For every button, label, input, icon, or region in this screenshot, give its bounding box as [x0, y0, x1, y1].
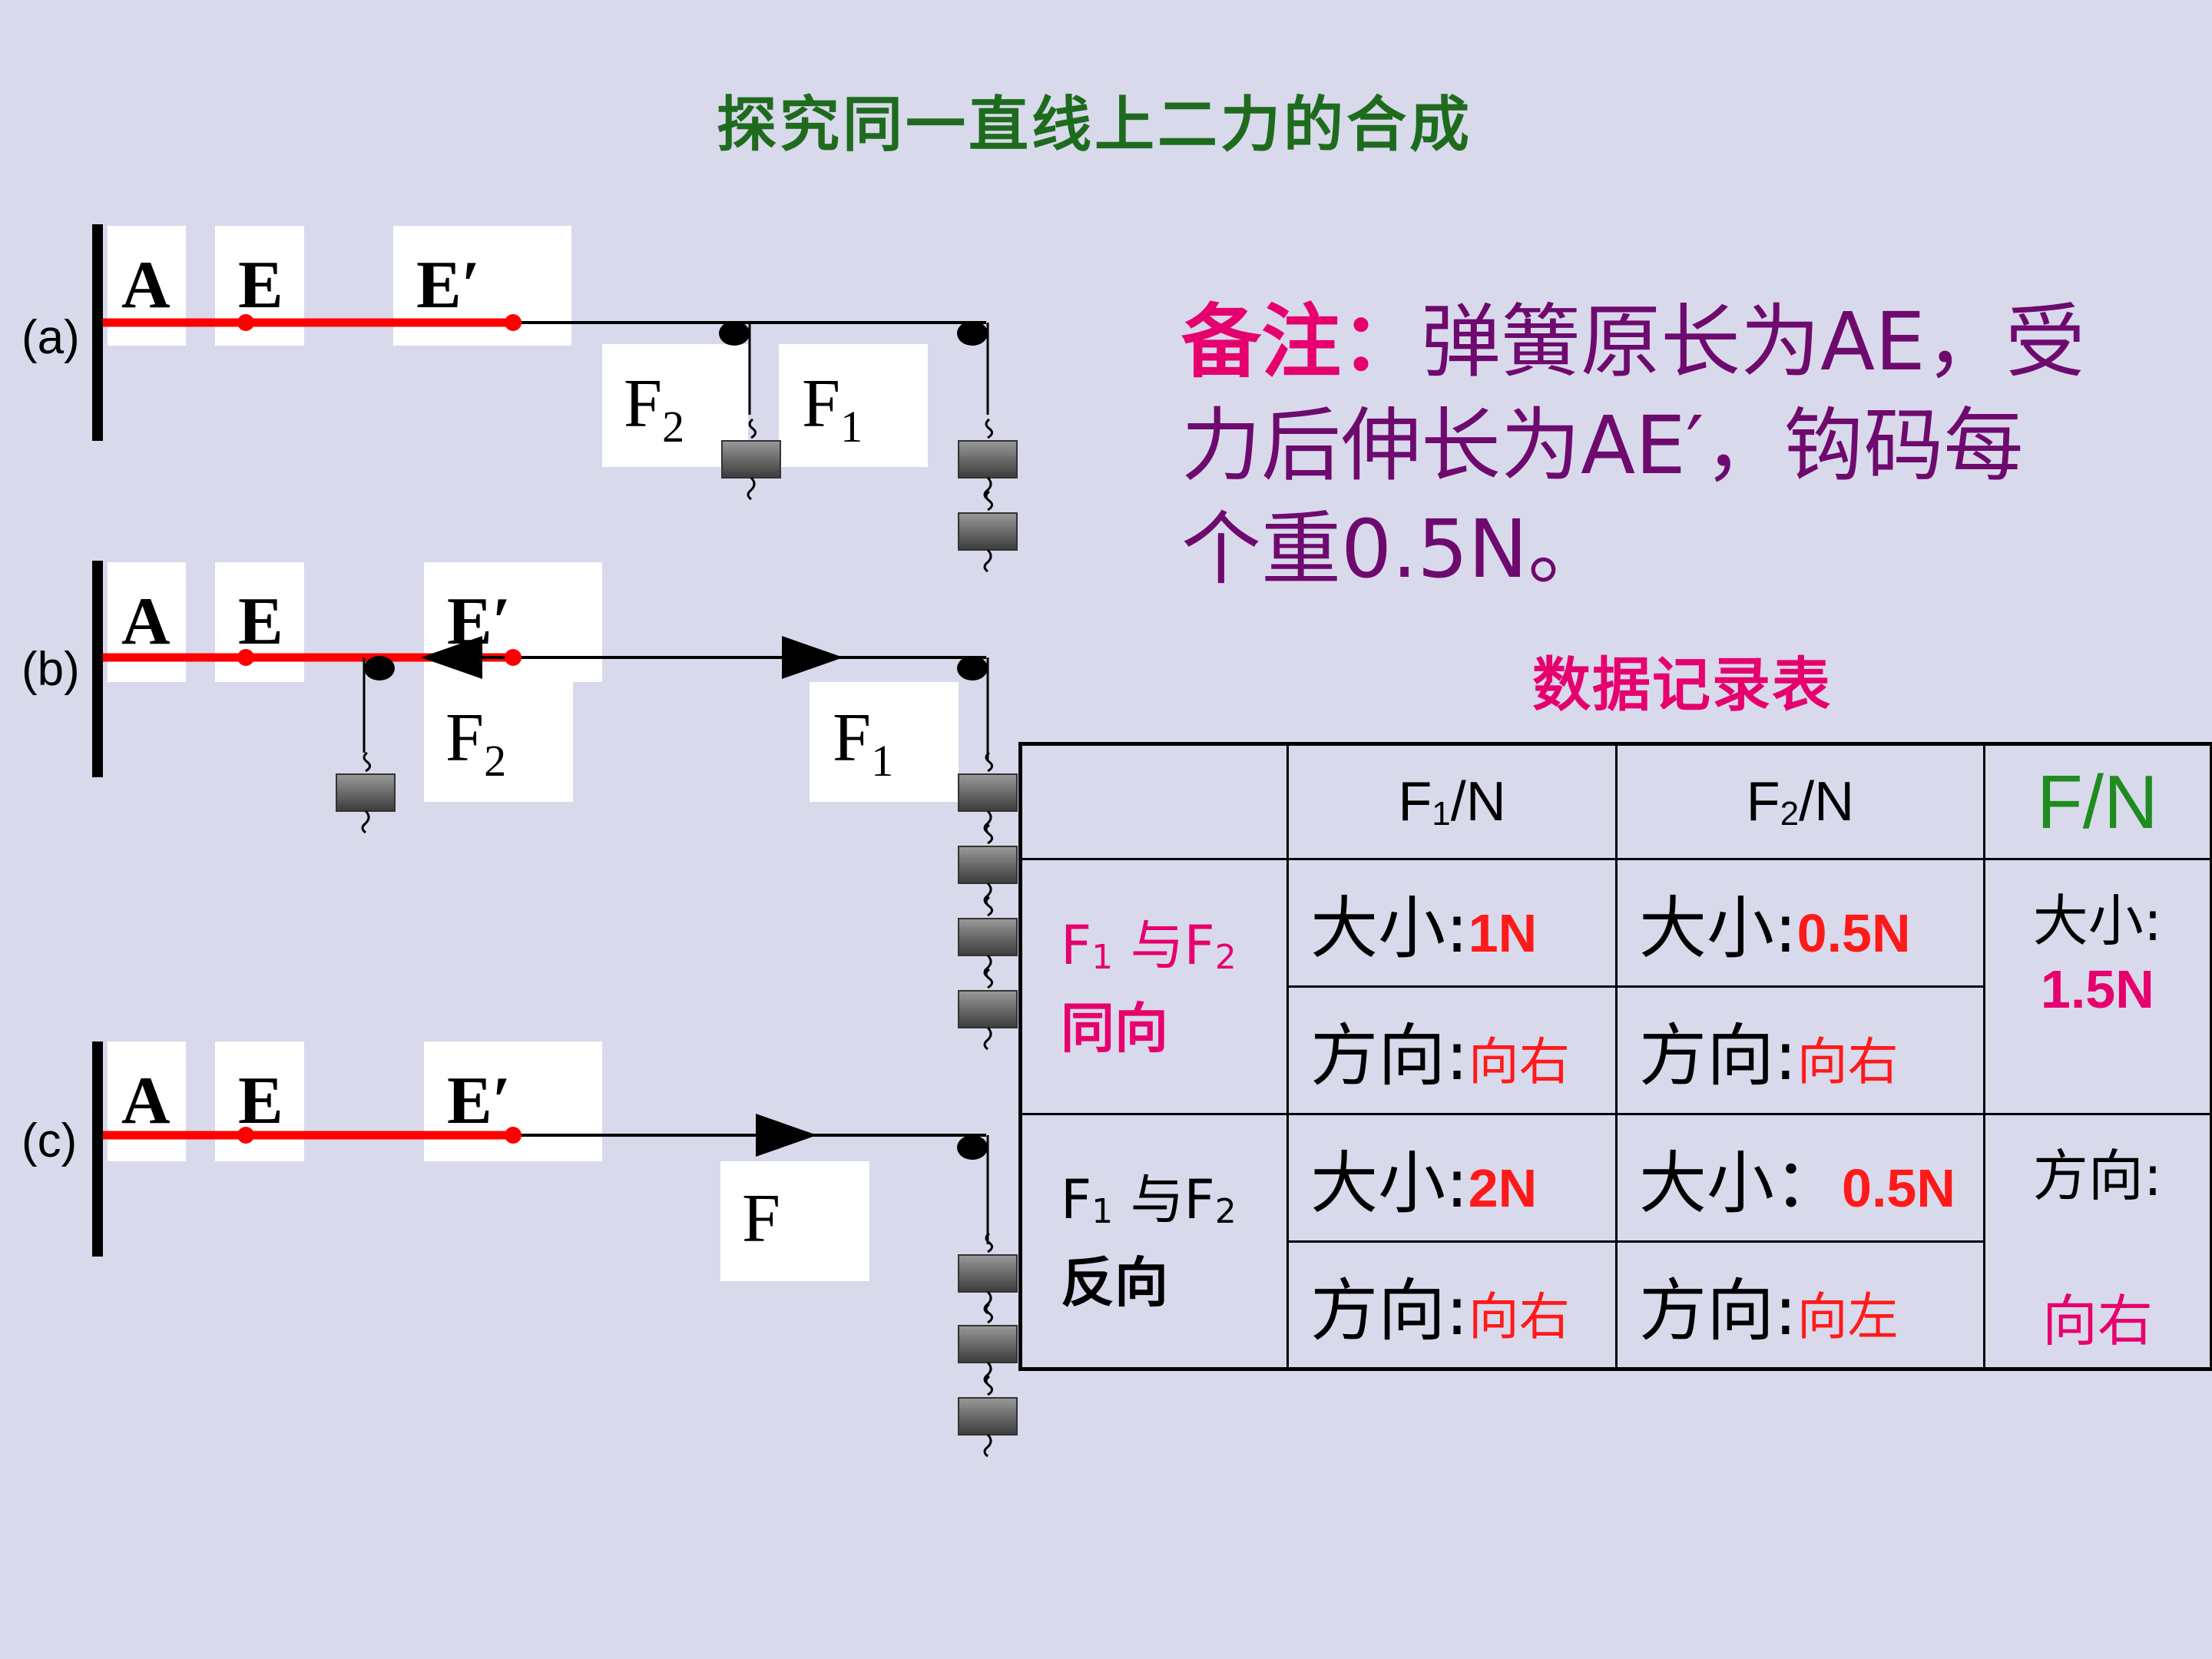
pulley-a2	[957, 321, 988, 346]
pulley-b1	[364, 656, 395, 680]
opposite-f2-direction: 方向:向左	[1615, 1240, 1985, 1370]
pulley-b2	[957, 656, 988, 680]
table-title: 数据记录表	[1532, 651, 1832, 719]
force-F1-b: F1	[833, 700, 893, 786]
same-f1-direction: 方向:向右	[1286, 985, 1618, 1115]
label-Eprime-b: E′	[447, 584, 511, 659]
note-box: 备注：弹簧原长为AE，受 力后伸长为AE′，钩码每 个重0.5N。	[1181, 290, 2141, 601]
opposite-f-result: 方向: 向右	[1982, 1113, 2212, 1370]
label-E-c: E	[238, 1064, 283, 1138]
figure-c: (c) A E E′ F	[22, 1041, 1018, 1458]
case-label-b: (b)	[22, 643, 80, 696]
point-E-b	[237, 649, 254, 666]
header-empty-cell	[1018, 743, 1290, 860]
wall-c	[92, 1041, 103, 1257]
same-f1-size: 大小:1N	[1286, 858, 1618, 988]
label-E-b: E	[238, 584, 283, 659]
weight-b3	[957, 896, 1018, 979]
weight-b4	[957, 968, 1018, 1051]
weight-c3	[957, 1375, 1018, 1458]
note-line-1: 弹簧原长为AE，受	[1421, 295, 2085, 389]
case-label-a: (a)	[22, 311, 80, 364]
pulley-c	[957, 1135, 988, 1160]
label-A-b: A	[121, 584, 171, 659]
figure-a: (a) A E E′ F2 F1	[22, 224, 1018, 573]
opposite-f1-direction: 方向:向右	[1286, 1240, 1618, 1370]
force-F2-a: F2	[624, 366, 684, 452]
point-Eprime-c	[505, 1127, 522, 1144]
force-F1-a: F1	[802, 366, 863, 452]
label-Eprime-a: E′	[416, 248, 480, 323]
label-E-a: E	[238, 248, 283, 323]
header-f1: F1/N	[1286, 743, 1618, 860]
same-f-result: 大小: 1.5N	[1982, 858, 2212, 1115]
weight-b2	[957, 823, 1018, 906]
row-label-opposite-direction: F1 与F2 反向	[1018, 1113, 1290, 1370]
weight-b-left	[335, 751, 396, 834]
note-line-2: 力后伸长为AE′，钩码每	[1181, 399, 2024, 492]
label-A-c: A	[121, 1064, 171, 1138]
header-f: F/N	[1982, 743, 2212, 860]
weight-c1	[957, 1232, 1018, 1315]
label-A-a: A	[121, 248, 171, 323]
same-f2-size: 大小:0.5N	[1615, 858, 1985, 988]
case-label-c: (c)	[22, 1114, 77, 1167]
same-f2-direction: 方向:向右	[1615, 985, 1985, 1115]
note-line-3: 个重0.5N。	[1181, 502, 1608, 596]
weight-c2	[957, 1303, 1018, 1386]
force-F-c: F	[742, 1181, 780, 1257]
figure-b: (b) A E E′ F2 F1	[22, 561, 1018, 1051]
weight-a3	[957, 490, 1018, 573]
force-F2-b: F2	[445, 700, 506, 786]
point-E-c	[237, 1127, 254, 1144]
opposite-f1-size: 大小:2N	[1286, 1113, 1618, 1243]
note-heading: 备注：	[1181, 295, 1422, 389]
weight-b1	[957, 751, 1018, 834]
point-Eprime-a	[505, 314, 522, 331]
point-E-a	[237, 314, 254, 331]
header-f2: F2/N	[1615, 743, 1985, 860]
opposite-f2-size: 大小：0.5N	[1615, 1113, 1985, 1243]
point-Eprime-b	[505, 649, 522, 666]
label-Eprime-c: E′	[447, 1064, 511, 1138]
row-label-same-direction: F1 与F2 同向	[1018, 858, 1290, 1115]
wall-b	[92, 561, 103, 777]
wall-a	[92, 224, 103, 441]
page-title: 探究同一直线上二力的合成	[716, 91, 1472, 160]
data-record-table: F1/N F2/N F/N F1 与F2 同向 大小:1N 大小:0.5N 大小…	[1018, 742, 2212, 1371]
pulley-a1	[719, 321, 750, 346]
weight-a2	[957, 418, 1018, 501]
